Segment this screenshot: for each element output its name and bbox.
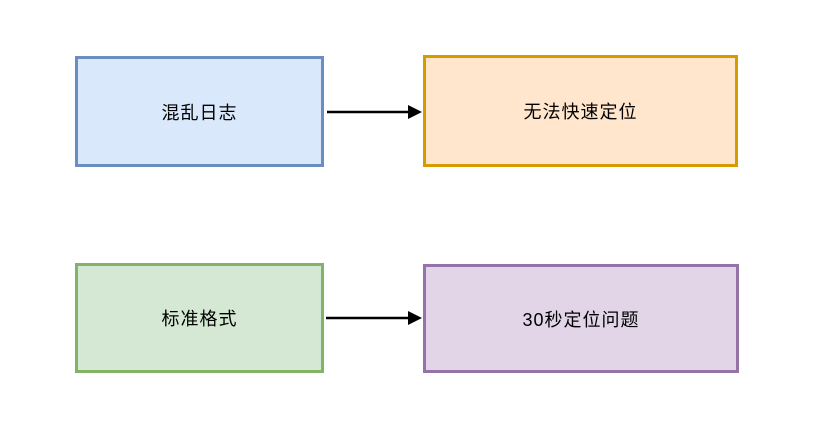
node-standard-format-label: 标准格式 [161, 309, 238, 329]
arrow-standard-format-to-locate-30s [326, 311, 422, 325]
node-standard-format: 标准格式 [75, 263, 324, 373]
node-messy-logs-label: 混乱日志 [161, 102, 238, 123]
node-messy-logs: 混乱日志 [75, 56, 324, 167]
node-cannot-locate: 无法快速定位 [423, 55, 738, 167]
node-cannot-locate-label: 无法快速定位 [523, 102, 638, 122]
node-locate-30s-label: 30秒定位问题 [522, 309, 640, 330]
arrow-messy-logs-to-cannot-locate [327, 105, 422, 119]
node-locate-30s: 30秒定位问题 [423, 264, 739, 373]
